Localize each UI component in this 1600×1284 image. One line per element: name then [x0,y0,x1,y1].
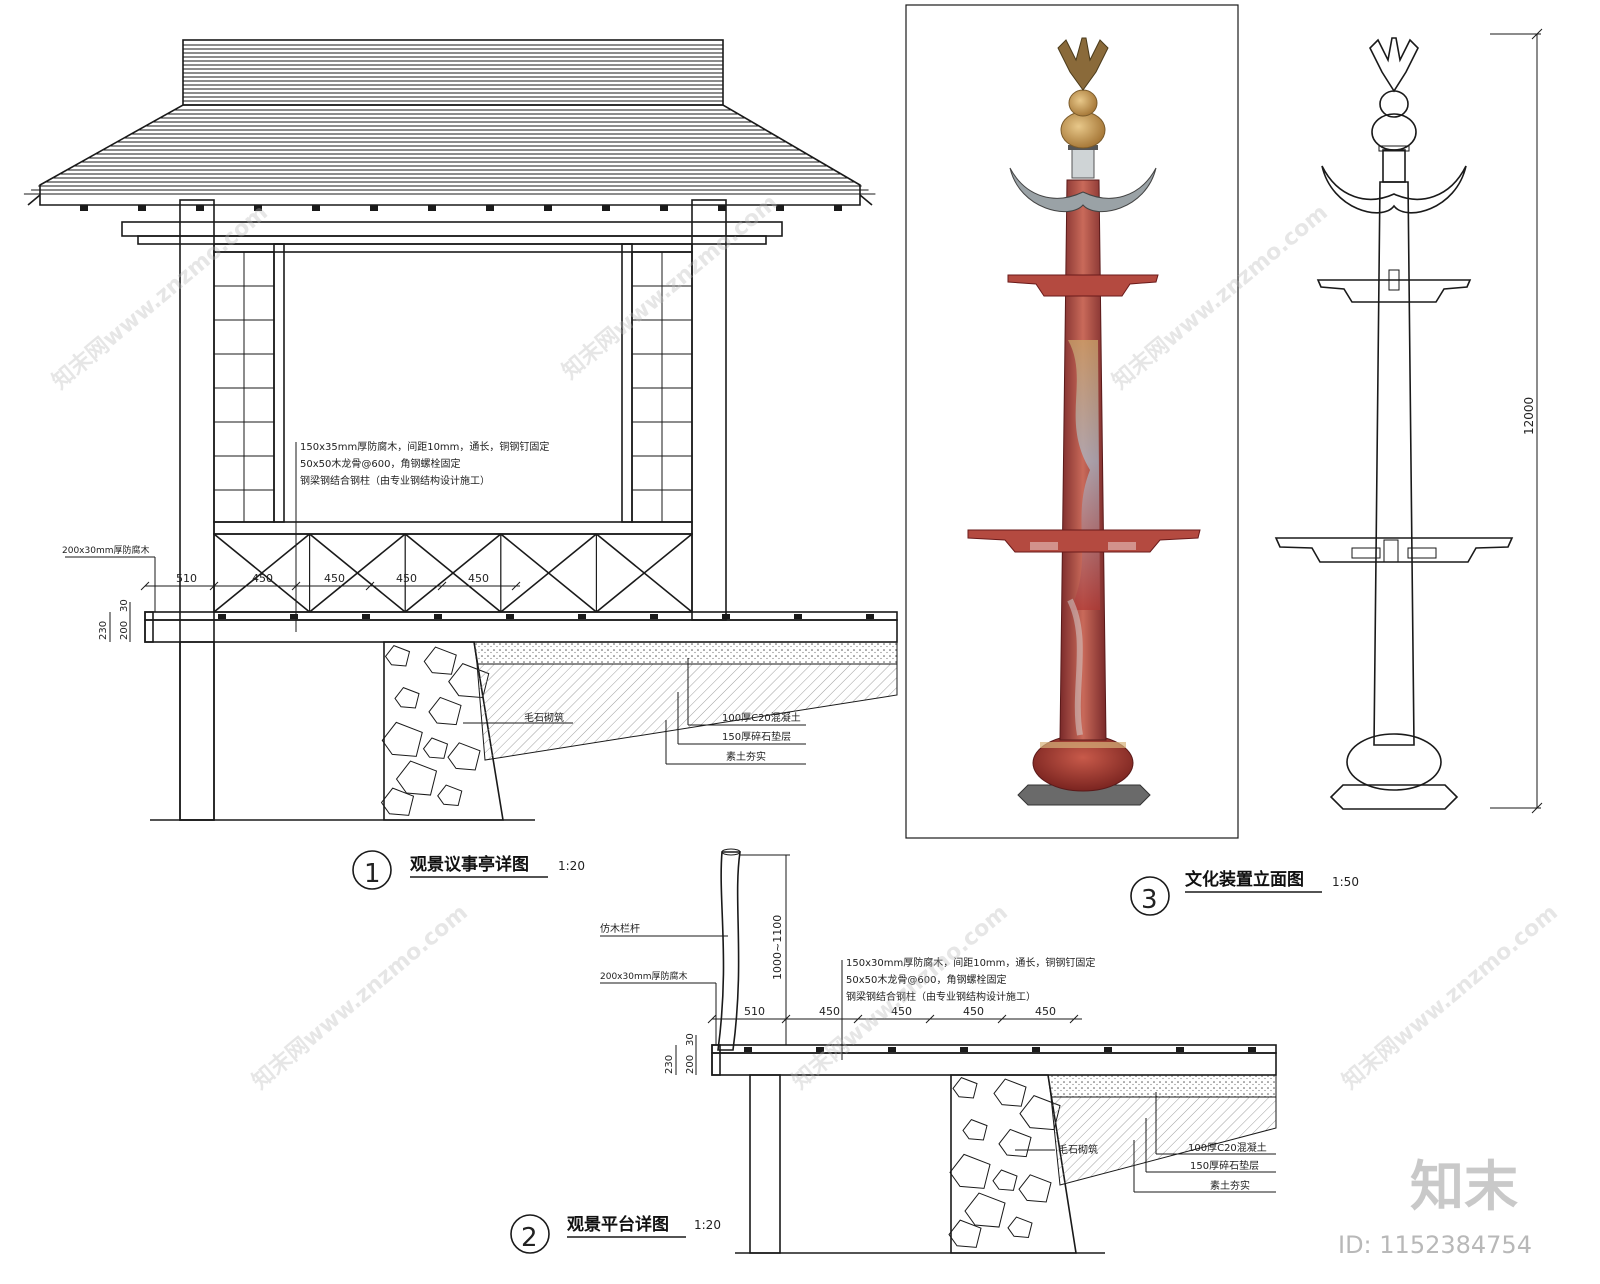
d2-dim-230: 230 [664,1055,675,1074]
d3-height-dim: 12000 [1522,397,1536,435]
watermark: 知末网www.znzmo.com [247,899,473,1094]
watermark: 知末网www.znzmo.com [557,189,783,384]
brand-id: ID: 1152384754 [1338,1231,1532,1259]
d1-title: 观景议事亭详图 [409,854,529,875]
d2-note-2: 50x50木龙骨@600，角钢螺栓固定 [846,973,1006,986]
d2-title: 观景平台详图 [566,1214,669,1235]
totem-color-render [967,37,1201,806]
d2-dim-450b: 450 [891,1005,912,1018]
d2-dim-450a: 450 [819,1005,840,1018]
d1-dim-230: 230 [98,621,109,640]
d3-number: 3 [1141,885,1158,915]
d2-rail: 仿木栏杆 [600,922,640,935]
totem-line-elevation [1274,28,1543,814]
d2-rail-height: 1000~1100 [771,915,784,980]
d2-layer-2: 150厚碎石垫层 [1190,1159,1259,1172]
d2-number-circle [510,1214,550,1254]
d2-dim-30: 30 [685,1033,696,1046]
d1-edge-board: 200x30mm厚防腐木 [62,544,150,556]
d2-layer-3: 素土夯实 [1210,1179,1250,1192]
d1-note-1: 150x35mm厚防腐木，间距10mm，通长，铜钢钉固定 [300,440,549,453]
d2-dim-450c: 450 [963,1005,984,1018]
d1-dim-450a: 450 [252,572,273,585]
d2-dim-450d: 450 [1035,1005,1056,1018]
d1-dim-450d: 450 [468,572,489,585]
pavilion-elevation [23,39,898,821]
d2-dim-510: 510 [744,1005,765,1018]
platform-section [600,848,1277,1254]
d1-scale: 1:20 [558,859,585,873]
d2-edge-board: 200x30mm厚防腐木 [600,970,688,982]
watermark: 知末网www.znzmo.com [47,199,273,394]
d3-title: 文化装置立面图 [1185,869,1304,890]
d1-dim-450c: 450 [396,572,417,585]
d1-note-2: 50x50木龙骨@600，角钢螺栓固定 [300,457,460,470]
d2-dim-200: 200 [685,1055,696,1074]
d1-layer-3: 素土夯实 [726,750,766,763]
d1-layer-2: 150厚碎石垫层 [722,730,791,743]
brand-logo: 知末 [1410,1155,1518,1218]
d2-rubble: 毛石砌筑 [1058,1143,1098,1156]
d2-note-1: 150x30mm厚防腐木，间距10mm，通长，铜钢钉固定 [846,956,1095,969]
d1-number-circle [352,850,392,890]
d1-layer-1: 100厚C20混凝土 [722,711,801,724]
d3-scale: 1:50 [1332,875,1359,889]
d1-dim-200: 200 [119,621,130,640]
d1-number: 1 [364,859,381,889]
d1-dim-30: 30 [119,599,130,612]
d1-note-3: 钢梁钢结合钢柱（由专业钢结构设计施工） [300,474,490,487]
d2-layer-1: 100厚C20混凝土 [1188,1141,1267,1154]
d1-dim-450b: 450 [324,572,345,585]
d2-number: 2 [521,1223,538,1253]
d1-rubble: 毛石砌筑 [524,711,564,724]
d2-scale: 1:20 [694,1218,721,1232]
d1-dim-510: 510 [176,572,197,585]
watermark: 知末网www.znzmo.com [1337,899,1563,1094]
d2-note-3: 钢梁钢结合钢柱（由专业钢结构设计施工） [846,990,1036,1003]
d3-number-circle [1130,876,1170,916]
